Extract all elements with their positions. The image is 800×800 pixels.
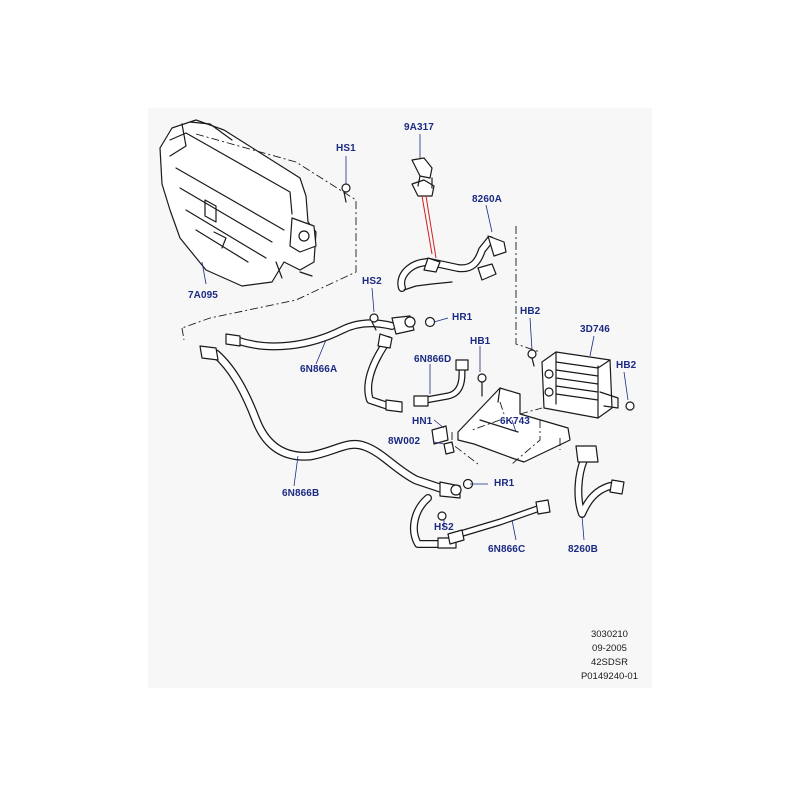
label-8W002: 8W002 bbox=[388, 436, 421, 447]
label-3D746: 3D746 bbox=[580, 324, 610, 335]
label-7A095: 7A095 bbox=[188, 290, 218, 301]
label-HS2-bottom: HS2 bbox=[434, 522, 454, 533]
hose-8260A bbox=[397, 235, 507, 292]
label-HR1-top: HR1 bbox=[452, 312, 473, 323]
info-line-4: P0149240-01 bbox=[580, 671, 638, 682]
label-8260A: 8260A bbox=[472, 194, 502, 205]
label-6K743: 6K743 bbox=[500, 416, 530, 427]
hose-6N866A bbox=[225, 315, 416, 413]
label-6N866C: 6N866C bbox=[488, 544, 526, 555]
clip-9A317 bbox=[411, 157, 435, 197]
label-6N866A: 6N866A bbox=[300, 364, 338, 375]
drawing-info-block: 3030210 09-2005 42SDSR P0149240-01 bbox=[581, 628, 638, 684]
oil-cooler-3D746 bbox=[541, 351, 619, 419]
hose-6N866C bbox=[447, 499, 551, 545]
leader-lines bbox=[201, 134, 629, 541]
red-leader-lines bbox=[421, 195, 437, 259]
label-HB1: HB1 bbox=[470, 336, 491, 347]
hose-6N866D bbox=[413, 359, 469, 407]
radiator-7A095 bbox=[159, 119, 317, 287]
hose-6N866B bbox=[199, 345, 462, 549]
dashed-outlines bbox=[181, 133, 561, 465]
label-6N866B: 6N866B bbox=[282, 488, 320, 499]
label-HS1: HS1 bbox=[336, 143, 356, 154]
info-line-2: 09-2005 bbox=[592, 643, 627, 654]
label-6N866D: 6N866D bbox=[414, 354, 452, 365]
label-HB2-right: HB2 bbox=[616, 360, 637, 371]
fasteners bbox=[341, 183, 635, 521]
hose-8260B bbox=[574, 445, 625, 518]
label-HS2-top: HS2 bbox=[362, 276, 382, 287]
label-9A317: 9A317 bbox=[404, 122, 434, 133]
label-HN1: HN1 bbox=[412, 416, 433, 427]
info-line-1: 3030210 bbox=[590, 629, 628, 640]
label-HB2-left: HB2 bbox=[520, 306, 541, 317]
info-line-3: 42SDSR bbox=[590, 657, 628, 668]
label-8260B: 8260B bbox=[568, 544, 598, 555]
label-HR1-bottom: HR1 bbox=[494, 478, 515, 489]
